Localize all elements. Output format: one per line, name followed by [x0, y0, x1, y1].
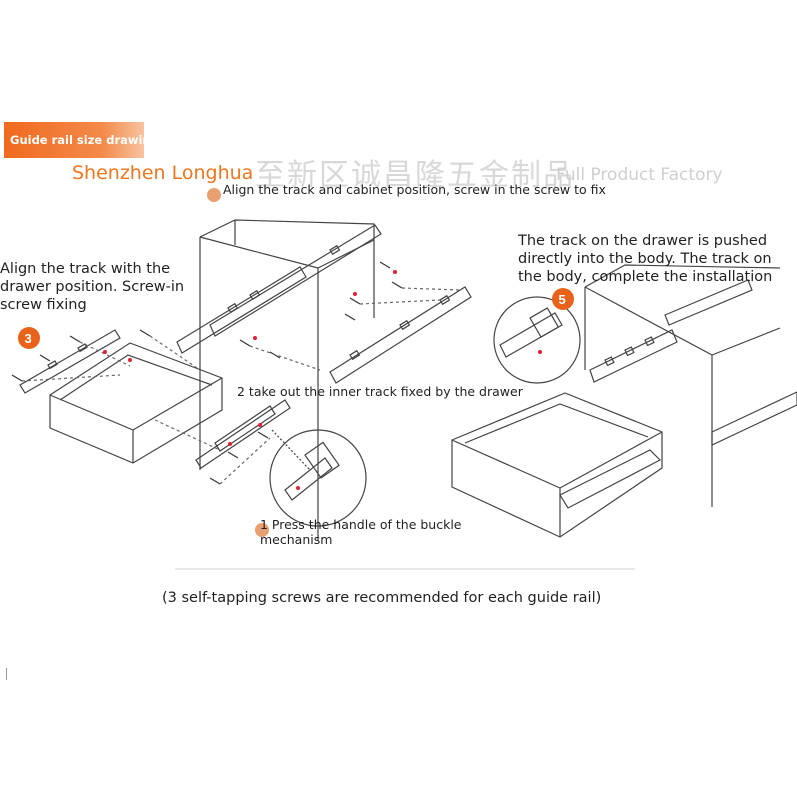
step3-line-3: screw fixing	[0, 297, 87, 313]
screw-recommendation: (3 self-tapping screws are recommended f…	[162, 590, 602, 606]
step2-text: 2 take out the inner track fixed by the …	[237, 384, 523, 399]
zoom-circle-insert	[493, 296, 581, 384]
screws	[11, 261, 403, 485]
cabinet-rail-right-top	[589, 279, 797, 446]
cabinet-rail-right	[329, 286, 472, 384]
step1-line-1: 1 Press the handle of the buckle	[260, 517, 462, 532]
drawer-box-right	[451, 392, 663, 538]
cabinet-frame-left	[199, 219, 375, 540]
step1-text: 1 Press the handle of the buckle mechani…	[260, 517, 462, 547]
edge-tick	[6, 668, 7, 680]
step3-line-2: drawer position. Screw-in	[0, 279, 185, 295]
cabinet-frame-right	[584, 264, 781, 507]
step-top-text: Align the track and cabinet position, sc…	[223, 182, 606, 197]
company-name: Shenzhen Longhua	[72, 162, 254, 184]
guide-rail-banner: Guide rail size drawing	[4, 122, 159, 158]
inner-track	[195, 399, 291, 469]
step3-line-1: Align the track with the	[0, 261, 171, 277]
watermark-english: Full Product Factory	[556, 165, 723, 185]
step3-badge: 3	[18, 327, 40, 349]
step5-line-1: The track on the drawer is pushed	[518, 233, 768, 249]
banner-label: Guide rail size drawing	[10, 133, 159, 147]
step1-marker	[255, 523, 269, 537]
drawer-box-left	[49, 342, 223, 464]
cabinet-rail-upper	[176, 224, 382, 354]
watermark-chinese: 至新区诚昌隆五金制品	[255, 158, 575, 193]
step5-badge: 5	[552, 288, 574, 310]
zoom-circle-buckle	[269, 429, 367, 527]
step4-marker	[207, 188, 221, 202]
red-markers	[103, 270, 542, 490]
svg-text:5: 5	[559, 292, 566, 307]
step5-text: The track on the drawer is pushed direct…	[518, 232, 772, 286]
svg-text:3: 3	[25, 331, 32, 346]
step1-line-2: mechanism	[260, 532, 333, 547]
step5-line-3: the body, complete the installation	[518, 269, 773, 285]
step3-text: Align the track with the drawer position…	[0, 260, 184, 314]
guide-lines	[21, 287, 461, 485]
faded-lines	[175, 568, 635, 570]
drawer-rail-left	[19, 329, 121, 394]
step5-line-2: directly into the body. The track on	[518, 251, 772, 267]
